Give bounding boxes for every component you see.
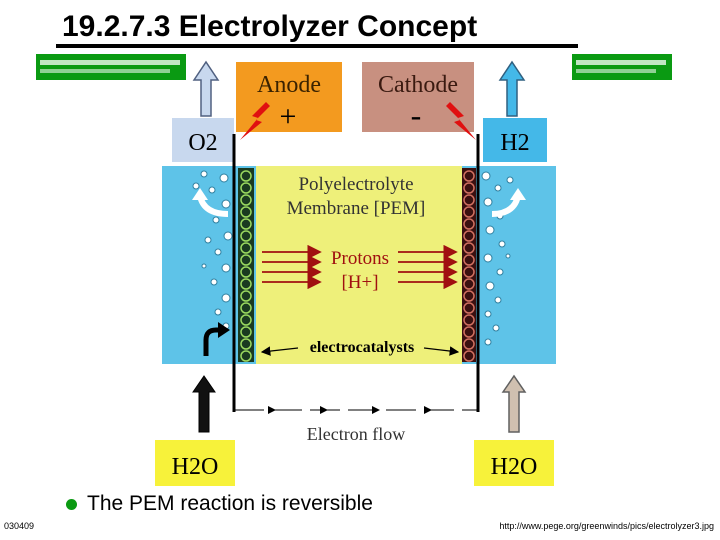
o2-up-arrow-icon bbox=[192, 60, 220, 117]
anode-box bbox=[236, 62, 342, 132]
o2-label: O2 bbox=[188, 130, 217, 156]
slide-title: 19.2.7.3 Electrolyzer Concept bbox=[62, 10, 478, 43]
water-inlet-curve-arrow-icon bbox=[203, 327, 222, 356]
pem-membrane bbox=[256, 166, 462, 364]
footer-source-url: http://www.pege.org/greenwinds/pics/elec… bbox=[499, 521, 714, 531]
cathode-label: Cathode bbox=[378, 72, 458, 98]
green-bar-right bbox=[572, 54, 672, 80]
bullet-text: The PEM reaction is reversible bbox=[87, 492, 373, 515]
footer-date-code: 030409 bbox=[4, 521, 35, 531]
h2-label: H2 bbox=[500, 130, 529, 156]
membrane-label-line2: Membrane [PEM] bbox=[287, 198, 426, 219]
electron-flow-label: Electron flow bbox=[307, 424, 405, 444]
cathode-sign: - bbox=[411, 97, 422, 133]
h2o-left-label: H2O bbox=[172, 454, 219, 480]
anode-sign: + bbox=[280, 100, 297, 133]
h2o-left-box bbox=[155, 440, 235, 486]
o2-box bbox=[172, 118, 234, 162]
electrocatalysts-label: electrocatalysts bbox=[310, 339, 415, 356]
h2o-right-label: H2O bbox=[491, 454, 538, 480]
title-underline bbox=[56, 44, 578, 48]
h2-up-arrow-icon bbox=[498, 60, 526, 117]
bullet-dot bbox=[66, 498, 77, 510]
anode-catalyst-beads bbox=[240, 170, 252, 362]
proton-arrows bbox=[262, 244, 458, 290]
o2-bubbles bbox=[192, 170, 233, 330]
anode-lightning-icon bbox=[240, 102, 270, 140]
electron-flow-arrows bbox=[268, 406, 432, 414]
protons-label-line2: [H+] bbox=[341, 272, 378, 293]
membrane-label-line1: Polyelectrolyte bbox=[298, 174, 413, 195]
protons-label-line1: Protons bbox=[331, 248, 389, 269]
h2-bubbles bbox=[481, 171, 522, 346]
cathode-box bbox=[362, 62, 474, 132]
h2o-left-up-arrow-icon bbox=[192, 375, 216, 433]
green-bar-left bbox=[36, 54, 186, 80]
cathode-catalyst-beads bbox=[463, 170, 475, 362]
anode-label: Anode bbox=[257, 72, 321, 98]
h2o-right-box bbox=[474, 440, 554, 486]
h2o-right-up-arrow-icon bbox=[501, 374, 527, 433]
bullet-item: The PEM reaction is reversible bbox=[66, 492, 373, 516]
cathode-lightning-icon bbox=[446, 102, 476, 140]
h2-box bbox=[483, 118, 547, 162]
